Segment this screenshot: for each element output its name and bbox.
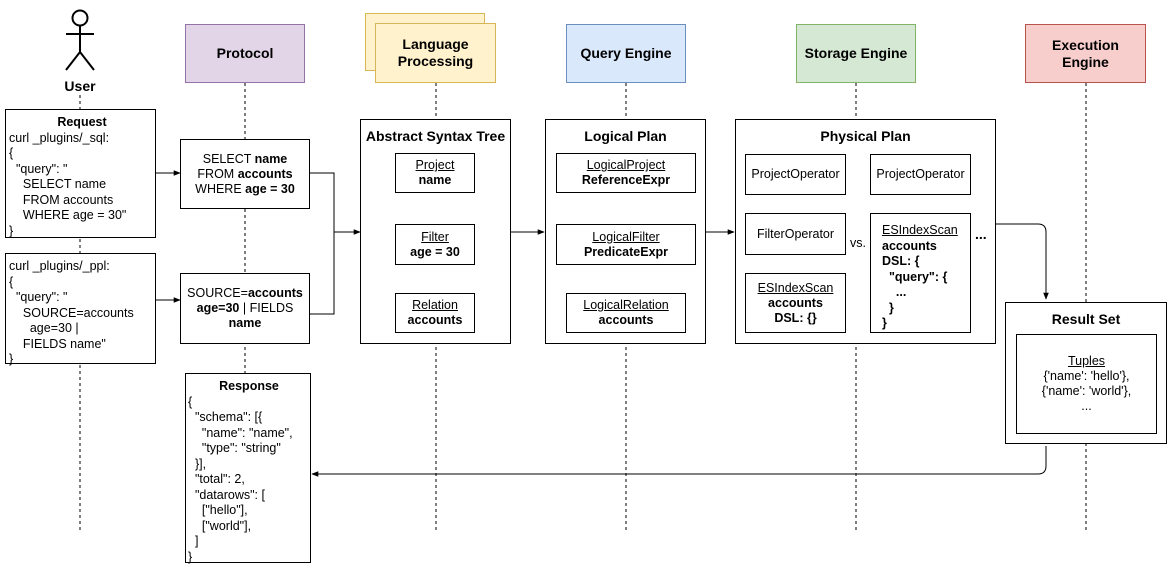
- logical-plan-title: Logical Plan: [584, 128, 667, 144]
- physical-right-project-label: ProjectOperator: [876, 167, 965, 181]
- physical-right-index-scan: ESIndexScan accounts DSL: { "query": { .…: [870, 213, 971, 333]
- protocol-sql-v2: accounts: [237, 166, 293, 181]
- physical-left-scan-index: accounts: [768, 295, 823, 310]
- physical-vs-label: vs.: [850, 236, 866, 250]
- physical-left-filter-label: FilterOperator: [756, 226, 835, 241]
- logical-project-arg: ReferenceExpr: [581, 173, 671, 187]
- protocol-ppl-v3: name: [228, 316, 262, 330]
- result-set-title: Result Set: [1051, 311, 1121, 327]
- request-ppl-box: curl _plugins/_ppl: { "query": " SOURCE=…: [5, 253, 156, 366]
- protocol-ppl-box: SOURCE=accounts age=30 | FIELDS name: [180, 273, 310, 344]
- result-tuples-box: Tuples {'name': 'hello'}, {'name': 'worl…: [1016, 334, 1157, 434]
- request-title: Request: [57, 115, 107, 129]
- physical-left-project-label: ProjectOperator: [751, 167, 840, 181]
- ast-node-filter: Filter age = 30: [395, 224, 475, 265]
- lane-label-user: User: [64, 78, 96, 94]
- ast-relation-arg: accounts: [407, 313, 463, 327]
- request-sql-box: Request curl _plugins/_sql: { "query": "…: [5, 109, 156, 238]
- physical-left-project-operator: ProjectOperator: [745, 154, 846, 195]
- protocol-sql-box: SELECT name FROM accounts WHERE age = 30: [180, 139, 310, 209]
- logical-node-filter: LogicalFilter PredicateExpr: [556, 224, 696, 265]
- request-sql-body: curl _plugins/_sql: { "query": " SELECT …: [9, 130, 127, 238]
- logical-node-relation: LogicalRelation accounts: [566, 293, 686, 333]
- lane-header-storage-label: Storage Engine: [804, 45, 908, 61]
- logical-filter-arg: PredicateExpr: [583, 244, 669, 259]
- response-box: Response { "schema": [{ "name": "name", …: [185, 373, 311, 564]
- ast-title: Abstract Syntax Tree: [365, 128, 506, 144]
- response-title: Response: [219, 379, 279, 393]
- protocol-sql-kw2: FROM: [197, 166, 238, 181]
- protocol-sql-kw1: SELECT: [202, 151, 255, 166]
- lane-header-execution-engine: Execution Engine: [1025, 24, 1146, 83]
- logical-filter-type: LogicalFilter: [592, 229, 660, 244]
- protocol-sql-kw3: WHERE: [195, 181, 246, 196]
- protocol-sql-v1: name: [254, 151, 288, 166]
- response-body: { "schema": [{ "name": "name", "type": "…: [188, 394, 293, 564]
- logical-node-project: LogicalProject ReferenceExpr: [556, 153, 696, 193]
- protocol-sql-v3: age = 30: [245, 181, 295, 196]
- physical-right-project-operator: ProjectOperator: [870, 154, 971, 195]
- stick-figure-icon: [65, 9, 95, 71]
- physical-more-ellipsis: ...: [975, 226, 987, 242]
- lane-header-protocol-label: Protocol: [216, 45, 274, 61]
- physical-left-filter-operator: FilterOperator: [745, 213, 846, 255]
- ast-project-arg: name: [418, 173, 452, 187]
- protocol-ppl-kw2: | FIELDS: [239, 301, 294, 315]
- protocol-ppl-kw1: SOURCE=: [187, 286, 248, 300]
- request-ppl-body: curl _plugins/_ppl: { "query": " SOURCE=…: [9, 259, 134, 366]
- physical-left-scan-dsl: DSL: {}: [774, 310, 817, 325]
- physical-left-index-scan: ESIndexScan accounts DSL: {}: [745, 273, 846, 333]
- physical-left-scan-type: ESIndexScan: [757, 280, 834, 295]
- protocol-ppl-v2: age=30: [196, 301, 240, 315]
- lane-header-language-processing: Language Processing: [375, 23, 496, 83]
- lane-header-execution-label: Execution Engine: [1052, 36, 1119, 70]
- ast-filter-arg: age = 30: [410, 244, 460, 259]
- physical-plan-title: Physical Plan: [820, 128, 911, 144]
- logical-relation-type: LogicalRelation: [583, 298, 669, 312]
- result-tuples-values: {'name': 'hello'}, {'name': 'world'}, ..…: [1041, 369, 1132, 413]
- lane-header-storage-engine: Storage Engine: [796, 24, 916, 83]
- physical-right-scan-index: accounts: [882, 238, 937, 253]
- ast-filter-type: Filter: [421, 229, 449, 244]
- arrow-result-to-response: [311, 446, 1047, 477]
- result-tuples-label: Tuples: [1067, 354, 1106, 368]
- ast-relation-type: Relation: [412, 298, 458, 312]
- arrow-protocol-to-ast: [310, 172, 360, 315]
- physical-right-scan-dsl: DSL: { "query": { ... } }: [882, 254, 948, 330]
- lane-header-query-engine: Query Engine: [566, 24, 686, 83]
- arrow-physical-to-result: [996, 223, 1049, 300]
- ast-node-relation: Relation accounts: [395, 293, 475, 333]
- ast-project-type: Project: [415, 158, 455, 172]
- physical-right-scan-type: ESIndexScan: [882, 223, 958, 237]
- logical-project-type: LogicalProject: [586, 158, 666, 172]
- lane-header-query-label: Query Engine: [580, 45, 672, 61]
- logical-relation-arg: accounts: [598, 313, 654, 327]
- protocol-ppl-v1: accounts: [247, 286, 303, 300]
- lane-header-protocol: Protocol: [185, 24, 305, 83]
- ast-node-project: Project name: [395, 153, 475, 193]
- lane-header-language-label: Language Processing: [397, 36, 474, 69]
